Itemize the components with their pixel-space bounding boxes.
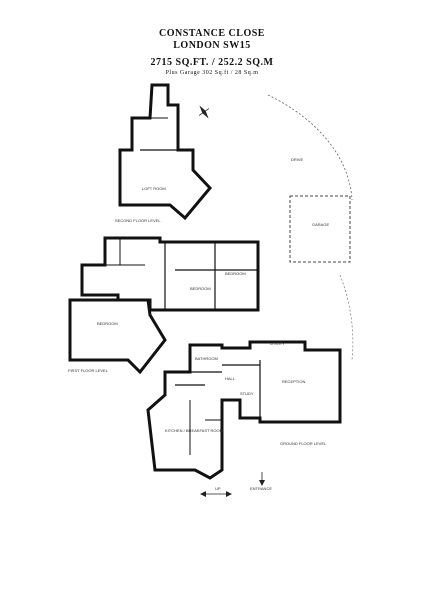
property-title: CONSTANCE CLOSE xyxy=(159,28,265,39)
label-reception: RECEPTION xyxy=(282,379,305,384)
first-floor-plan xyxy=(68,236,260,375)
label-first-floor: FIRST FLOOR LEVEL xyxy=(68,368,109,373)
label-bedroom-3: BEDROOM xyxy=(97,321,118,326)
label-bedroom: BEDROOM xyxy=(190,286,211,291)
label-up: UP xyxy=(215,486,221,491)
label-loft: LOFT ROOM xyxy=(142,186,166,191)
property-location: LONDON SW15 xyxy=(173,40,251,51)
north-arrow-icon xyxy=(198,105,210,119)
label-drive: DRIVE xyxy=(291,157,304,162)
label-study: STUDY xyxy=(240,391,254,396)
direction-arrow-icon xyxy=(200,472,265,497)
ground-floor-plan xyxy=(146,340,342,480)
label-bedroom-2: BEDROOM xyxy=(225,271,246,276)
label-bathroom: BATHROOM xyxy=(195,356,218,361)
label-second-floor: SECOND FLOOR LEVEL xyxy=(115,218,161,223)
label-utility: UTILITY xyxy=(270,341,285,346)
label-kitchen: KITCHEN / BREAKFAST ROOM xyxy=(165,428,223,433)
second-floor-plan xyxy=(118,83,213,221)
garage-area: Plus Garage 302 Sq.ft / 28 Sq.m xyxy=(165,70,259,76)
total-area: 2715 SQ.FT. / 252.2 SQ.M xyxy=(150,57,274,68)
label-ground-floor: GROUND FLOOR LEVEL xyxy=(280,441,327,446)
label-entrance: ENTRANCE xyxy=(250,486,272,491)
label-hall: HALL xyxy=(225,376,236,381)
label-garage: GARAGE xyxy=(312,222,329,227)
garage-plan xyxy=(267,94,354,361)
